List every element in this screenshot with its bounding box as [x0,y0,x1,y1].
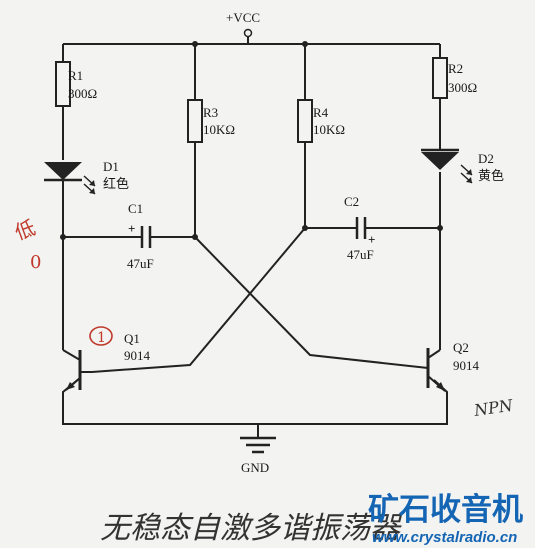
r4-value: 10KΩ [313,122,345,137]
wiring [62,36,448,438]
q1-circle-mark [89,326,113,346]
c2-value: 47uF [347,247,374,262]
watermark-brand: 矿石收音机 [368,492,523,528]
r3-name: R3 [203,105,218,120]
resistor-r4: R4 10KΩ [297,99,345,143]
c1-value: 47uF [127,256,154,271]
resistor-r3: R3 10KΩ [187,99,235,143]
resistor-icon [432,57,448,99]
handwritten-caption: 无稳态自激多谐振荡器 [100,511,403,546]
capacitor-c2: C2 + 47uF [344,194,375,262]
r1-name: R1 [68,68,83,83]
q2-model: 9014 [453,358,480,373]
transistor-q1: Q1 9014 [65,331,151,391]
led-d1: D1 红色 [44,159,129,195]
resistor-r2: R2 300Ω [432,57,477,99]
led-d2: D2 黄色 [421,148,504,184]
resistor-icon [187,99,203,143]
transistor-q2: Q2 9014 [426,340,480,392]
resistor-icon [297,99,313,143]
handwritten-annotations: 低 0 1 NPN 无稳态自激多谐振荡器 [12,215,515,546]
q2-name: Q2 [453,340,469,355]
gnd-label: GND [241,460,269,475]
left-mark-zero: 0 [30,252,41,273]
ground-symbol: GND [240,436,276,475]
resistor-icon [55,61,71,107]
c1-polarity: + [128,221,135,236]
r2-value: 300Ω [448,80,477,95]
d1-color: 红色 [103,176,129,191]
c2-name: C2 [344,194,359,209]
watermark-logo: 矿石收音机 www.crystalradio.cn [368,492,523,546]
cross-wire-r4-to-q1 [91,227,306,373]
d1-name: D1 [103,159,119,174]
junction-dots [60,41,443,240]
resistor-r1: R1 300Ω [55,61,97,107]
q1-circle-number: 1 [97,330,106,346]
q1-model: 9014 [124,348,151,363]
c2-polarity: + [368,232,375,247]
vcc-label: +VCC [226,10,260,25]
diode-icon [44,162,82,180]
emitter-ground-wire [62,377,448,425]
capacitor-c1: C1 + 47uF [127,201,154,271]
q1-name: Q1 [124,331,140,346]
r2-name: R2 [448,61,463,76]
r1-value: 300Ω [68,86,97,101]
vcc-terminal: +VCC [226,10,260,38]
c1-name: C1 [128,201,143,216]
npn-note: NPN [472,396,515,420]
diode-icon [421,152,459,170]
d2-color: 黄色 [478,168,504,183]
left-mark-text: 低 [12,215,39,244]
r3-value: 10KΩ [203,122,235,137]
watermark-url: www.crystalradio.cn [372,529,517,546]
cross-wire-r3-to-q2 [194,236,429,369]
r4-name: R4 [313,105,329,120]
d2-name: D2 [478,151,494,166]
